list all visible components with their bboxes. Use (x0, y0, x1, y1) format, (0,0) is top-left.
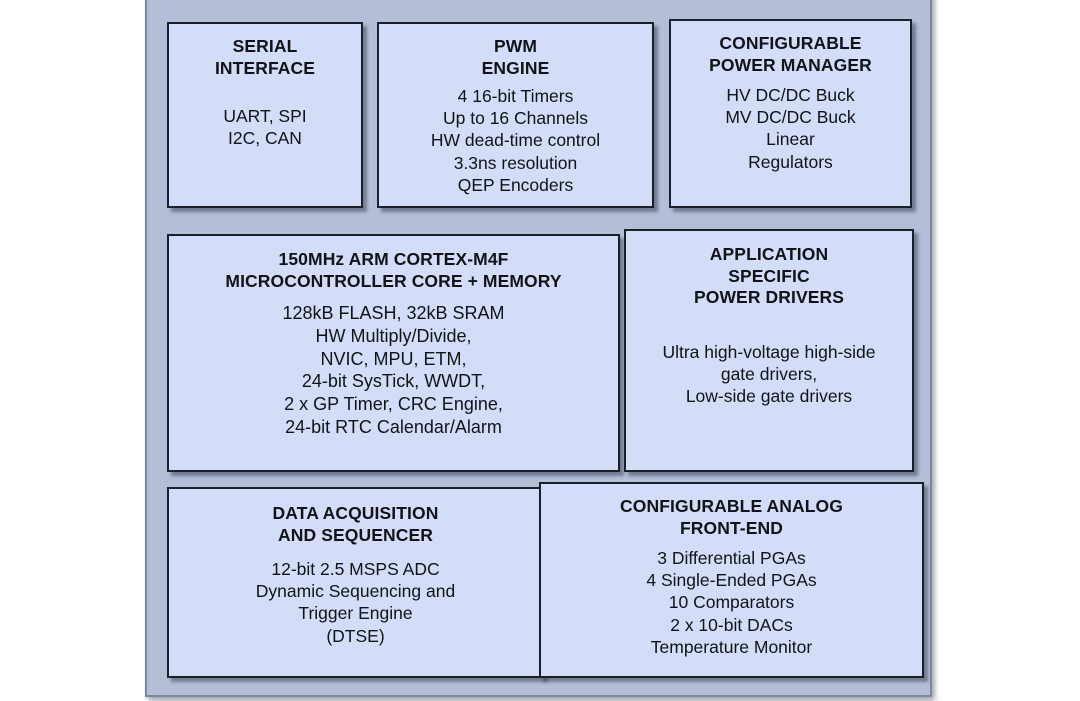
block-pwm-engine[interactable]: PWM ENGINE 4 16-bit Timers Up to 16 Chan… (377, 22, 654, 208)
block-title: DATA ACQUISITION AND SEQUENCER (272, 503, 439, 545)
block-title: CONFIGURABLE POWER MANAGER (709, 33, 872, 75)
block-configurable-analog-front-end[interactable]: CONFIGURABLE ANALOG FRONT-END 3 Differen… (539, 482, 924, 678)
block-application-specific-power-drivers[interactable]: APPLICATION SPECIFIC POWER DRIVERS Ultra… (624, 229, 914, 472)
block-body: Ultra high-voltage high-side gate driver… (662, 342, 876, 407)
block-data-acquisition-and-sequencer[interactable]: DATA ACQUISITION AND SEQUENCER 12-bit 2.… (167, 487, 544, 678)
chip-outer-frame: SERIAL INTERFACE UART, SPI I2C, CAN PWM … (145, 0, 932, 697)
block-body: 4 16-bit Timers Up to 16 Channels HW dea… (430, 86, 601, 195)
block-title: APPLICATION SPECIFIC POWER DRIVERS (693, 244, 845, 308)
block-title: SERIAL INTERFACE (214, 36, 316, 78)
block-body: 128kB FLASH, 32kB SRAM HW Multiply/Divid… (282, 303, 505, 437)
block-title: CONFIGURABLE ANALOG FRONT-END (620, 496, 843, 538)
block-container: SERIAL INTERFACE UART, SPI I2C, CAN PWM … (147, 0, 930, 695)
block-body: HV DC/DC Buck MV DC/DC Buck Linear Regul… (725, 85, 856, 172)
block-serial-interface[interactable]: SERIAL INTERFACE UART, SPI I2C, CAN (167, 22, 363, 208)
block-microcontroller-core[interactable]: 150MHz ARM CORTEX-M4F MICROCONTROLLER CO… (167, 234, 620, 472)
block-configurable-power-manager[interactable]: CONFIGURABLE POWER MANAGER HV DC/DC Buck… (669, 19, 912, 208)
block-body: 12-bit 2.5 MSPS ADC Dynamic Sequencing a… (255, 559, 456, 646)
block-title: 150MHz ARM CORTEX-M4F MICROCONTROLLER CO… (225, 249, 562, 291)
block-title: PWM ENGINE (481, 36, 550, 78)
block-body: 3 Differential PGAs 4 Single-Ended PGAs … (646, 548, 817, 657)
block-body: UART, SPI I2C, CAN (223, 106, 307, 149)
